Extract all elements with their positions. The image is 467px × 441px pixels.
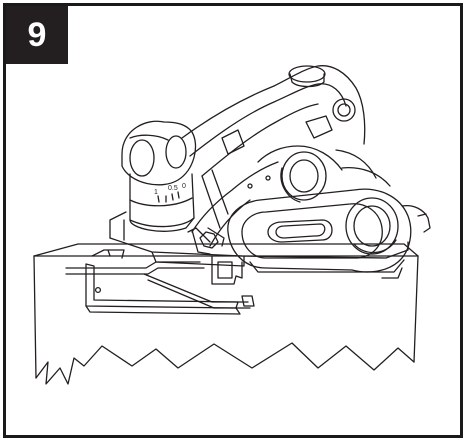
dial-mark-zero: 0 <box>182 183 186 190</box>
instruction-step-panel: 1 0.5 0 <box>3 3 463 438</box>
depth-adjust-knob <box>121 120 197 232</box>
planer-base <box>109 211 409 285</box>
broken-edge <box>35 342 415 385</box>
dial-mark-low: 1 <box>154 189 158 196</box>
planer-housing <box>181 65 431 279</box>
workpiece-board <box>33 243 419 385</box>
step-number-badge: 9 <box>6 6 68 64</box>
dial-mark-mid: 0.5 <box>168 185 178 192</box>
planer-illustration: 1 0.5 0 <box>6 6 460 435</box>
side-fence <box>65 249 255 315</box>
